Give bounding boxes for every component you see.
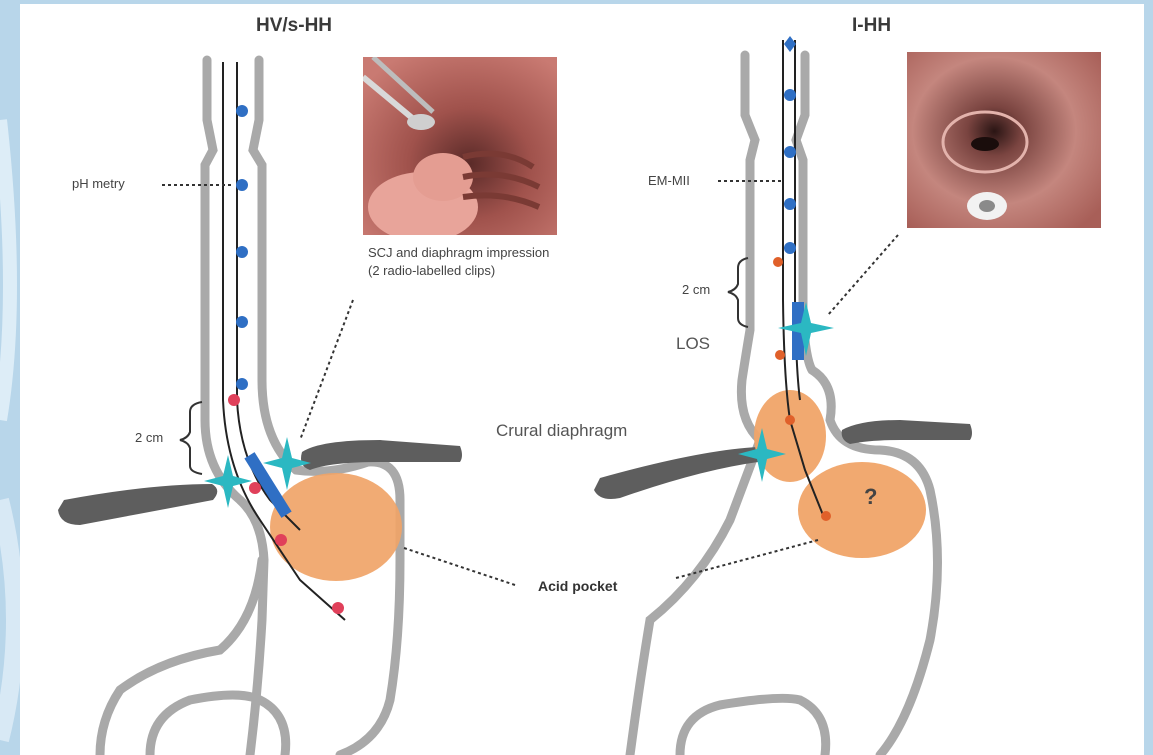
crural-diaphragm-label: Crural diaphragm xyxy=(496,421,627,441)
left-stomach-inner xyxy=(150,695,286,755)
right-diaphragm-right xyxy=(842,420,972,444)
left-panel-title: HV/s-HH xyxy=(256,15,332,37)
right-panel-title: I-HH xyxy=(852,15,891,37)
right-distance-bracket xyxy=(728,258,748,327)
right-esophagus-wall-left xyxy=(630,55,760,755)
left-distance-label: 2 cm xyxy=(135,430,163,445)
left-photo-caption: SCJ and diaphragm impression (2 radio-la… xyxy=(368,244,558,280)
right-photo-leader xyxy=(828,235,898,315)
left-distance-bracket xyxy=(180,402,202,474)
left-stomach-body xyxy=(100,560,262,755)
right-star-marker-1 xyxy=(778,302,834,356)
right-sphincter-label: LOS xyxy=(676,334,710,354)
right-endoscopy-photo xyxy=(907,52,1101,228)
right-pocket-question-mark: ? xyxy=(864,484,877,510)
left-caption-leader xyxy=(300,300,353,440)
right-acid-pocket xyxy=(798,462,926,558)
right-probe-label: EM-MII xyxy=(648,173,690,188)
acid-pocket-label: Acid pocket xyxy=(538,578,617,594)
left-probe-label: pH metry xyxy=(72,176,125,191)
right-stomach-inner xyxy=(680,698,826,755)
left-diaphragm-left xyxy=(58,484,217,525)
left-endoscopy-photo xyxy=(363,57,557,235)
right-distance-label: 2 cm xyxy=(682,282,710,297)
left-acid-leader xyxy=(404,548,515,585)
